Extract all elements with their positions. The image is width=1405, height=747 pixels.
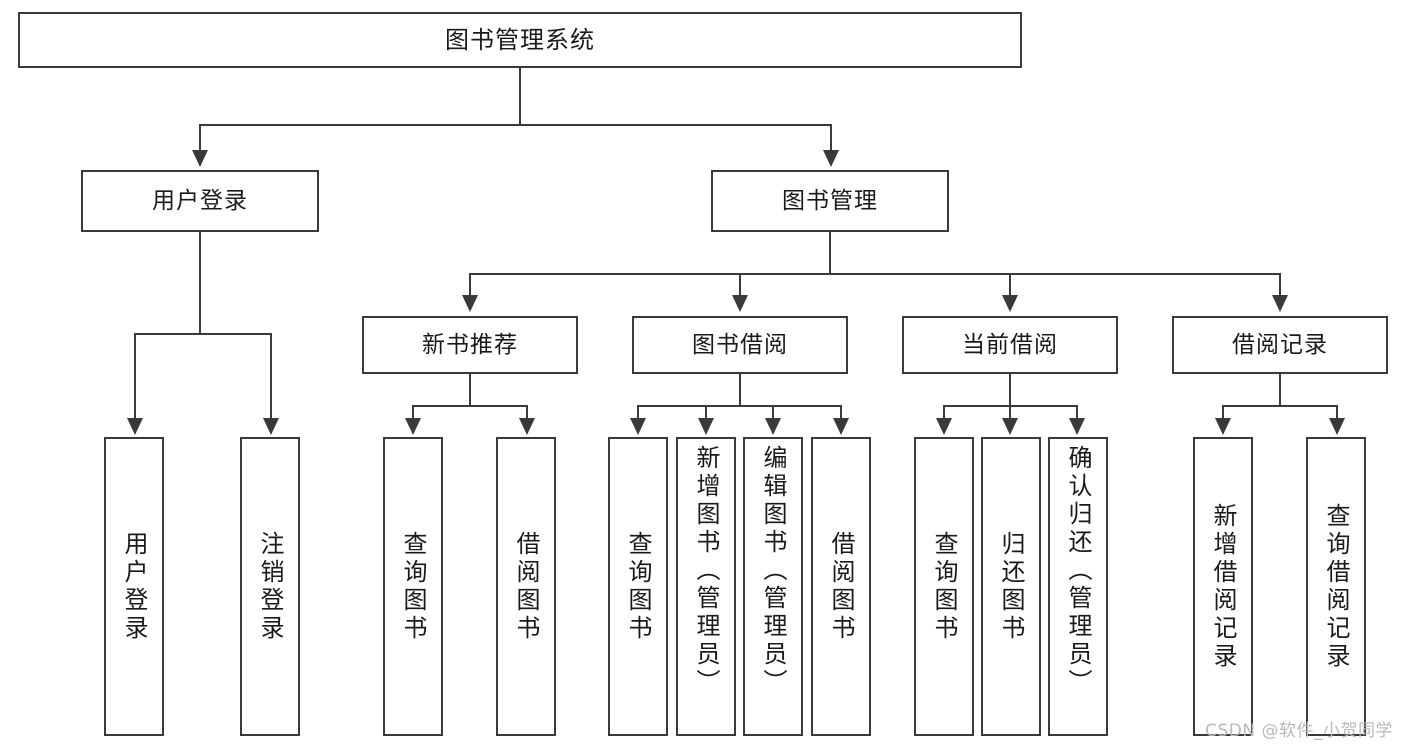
arrow-to-leaf-edit-book	[765, 418, 781, 435]
arrow-to-new-book-recommend	[462, 295, 478, 312]
connector-currentborrow-stem	[1009, 374, 1011, 406]
node-label: 查询图书	[399, 530, 427, 643]
arrow-to-leaf-borrow-book-2	[833, 418, 849, 435]
connector-borrowrecord-drop-2	[1336, 405, 1338, 418]
leaf-query-book-current[interactable]: 查询图书	[914, 437, 974, 736]
node-label: 查询图书	[624, 530, 652, 643]
connector-level3-drop-2	[739, 273, 741, 295]
node-label: 借阅图书	[512, 530, 540, 643]
node-book-management[interactable]: 图书管理	[711, 170, 949, 232]
node-user-login[interactable]: 用户登录	[81, 170, 319, 232]
leaf-add-book-admin[interactable]: 新增图书（管理员）	[676, 437, 736, 736]
leaf-return-book[interactable]: 归还图书	[981, 437, 1041, 736]
connector-level3-bar	[469, 273, 1281, 275]
connector-level2-drop-1	[199, 124, 201, 150]
arrow-to-leaf-query-book-3	[936, 418, 952, 435]
leaf-query-book-recommend[interactable]: 查询图书	[383, 437, 443, 736]
arrow-to-leaf-user-login	[127, 418, 143, 435]
node-label: 编辑图书（管理员）	[759, 445, 787, 697]
connector-currentborrow-drop-3	[1076, 405, 1078, 418]
node-label: 借阅图书	[827, 530, 855, 643]
node-label: 注销登录	[256, 530, 284, 643]
connector-bookmgmt-stem	[829, 232, 831, 274]
arrow-to-leaf-query-book-2	[630, 418, 646, 435]
connector-userlogin-drop-1	[134, 333, 136, 418]
connector-level2-drop-2	[830, 124, 832, 150]
arrow-to-current-borrow	[1002, 295, 1018, 312]
leaf-query-borrow-record[interactable]: 查询借阅记录	[1306, 437, 1366, 736]
leaf-borrow-book-borrow[interactable]: 借阅图书	[811, 437, 871, 736]
leaf-logout[interactable]: 注销登录	[240, 437, 300, 736]
connector-bookborrow-drop-2	[705, 405, 707, 418]
arrow-to-book-borrow	[732, 295, 748, 312]
connector-bookborrow-stem	[739, 374, 741, 406]
node-label: 当前借阅	[962, 331, 1058, 358]
arrow-to-borrow-record	[1272, 295, 1288, 312]
node-current-borrow[interactable]: 当前借阅	[902, 316, 1118, 374]
node-label: 用户登录	[152, 187, 248, 214]
leaf-query-book-borrow[interactable]: 查询图书	[608, 437, 668, 736]
node-label: 用户登录	[120, 530, 148, 643]
connector-currentborrow-drop-1	[943, 405, 945, 418]
connector-currentborrow-drop-2	[1009, 405, 1011, 418]
arrow-to-leaf-query-book-1	[405, 418, 421, 435]
arrow-to-leaf-logout	[263, 418, 279, 435]
connector-userlogin-drop-2	[270, 333, 272, 418]
node-root-library-system[interactable]: 图书管理系统	[18, 12, 1022, 68]
connector-newbook-drop-2	[526, 405, 528, 418]
connector-userlogin-stem	[199, 232, 201, 334]
node-label: 新书推荐	[422, 331, 518, 358]
node-label: 新增借阅记录	[1209, 502, 1237, 671]
node-label: 图书管理系统	[445, 26, 595, 54]
leaf-borrow-book-recommend[interactable]: 借阅图书	[496, 437, 556, 736]
leaf-user-login[interactable]: 用户登录	[104, 437, 164, 736]
connector-bookborrow-bar	[637, 405, 842, 407]
node-label: 新增图书（管理员）	[692, 445, 720, 697]
arrow-to-leaf-add-record	[1215, 418, 1231, 435]
node-book-borrow[interactable]: 图书借阅	[632, 316, 848, 374]
connector-bookborrow-drop-3	[772, 405, 774, 418]
connector-newbook-bar	[412, 405, 528, 407]
connector-borrowrecord-bar	[1222, 405, 1338, 407]
connector-newbook-drop-1	[412, 405, 414, 418]
arrow-to-leaf-confirm-return	[1069, 418, 1085, 435]
leaf-confirm-return-admin[interactable]: 确认归还（管理员）	[1048, 437, 1108, 736]
connector-level2-bar	[199, 124, 832, 126]
node-label: 查询借阅记录	[1322, 502, 1350, 671]
connector-newbook-stem	[469, 374, 471, 406]
arrow-to-leaf-borrow-book-1	[519, 418, 535, 435]
node-label: 确认归还（管理员）	[1064, 445, 1092, 697]
connector-level3-drop-4	[1279, 273, 1281, 295]
node-label: 图书借阅	[692, 331, 788, 358]
arrow-to-book-management	[823, 150, 839, 167]
connector-level3-drop-1	[469, 273, 471, 295]
node-new-book-recommend[interactable]: 新书推荐	[362, 316, 578, 374]
arrow-to-user-login	[192, 150, 208, 167]
connector-borrowrecord-drop-1	[1222, 405, 1224, 418]
leaf-edit-book-admin[interactable]: 编辑图书（管理员）	[743, 437, 803, 736]
connector-userlogin-bar	[134, 333, 272, 335]
connector-borrowrecord-stem	[1279, 374, 1281, 406]
leaf-add-borrow-record[interactable]: 新增借阅记录	[1193, 437, 1253, 736]
connector-level3-drop-3	[1009, 273, 1011, 295]
connector-root-stem	[519, 68, 521, 125]
arrow-to-leaf-add-book	[698, 418, 714, 435]
node-label: 归还图书	[997, 530, 1025, 643]
node-borrow-record[interactable]: 借阅记录	[1172, 316, 1388, 374]
connector-bookborrow-drop-1	[637, 405, 639, 418]
node-label: 查询图书	[930, 530, 958, 643]
arrow-to-leaf-return-book	[1002, 418, 1018, 435]
node-label: 图书管理	[782, 187, 878, 214]
arrow-to-leaf-query-record	[1329, 418, 1345, 435]
connector-bookborrow-drop-4	[840, 405, 842, 418]
node-label: 借阅记录	[1232, 331, 1328, 358]
